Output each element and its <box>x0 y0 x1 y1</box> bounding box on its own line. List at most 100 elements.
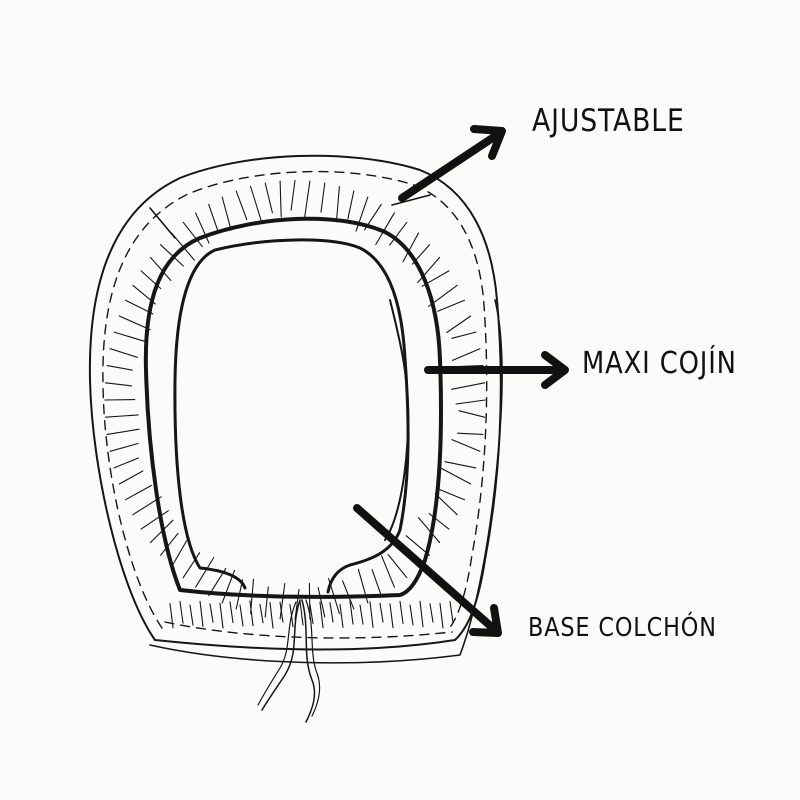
ruffle-mark <box>104 414 139 418</box>
ruffle-mark <box>249 600 254 627</box>
ruffle-mark <box>269 602 274 629</box>
tie-string-left <box>261 599 301 711</box>
ruffle-mark <box>221 196 232 231</box>
ruffle-mark <box>104 382 133 387</box>
ruffle-mark <box>359 604 364 625</box>
tie-string-left-2 <box>257 601 297 706</box>
ruffle-mark <box>409 604 414 626</box>
ruffle-mark <box>335 185 340 223</box>
ruffle-mark <box>381 555 395 588</box>
ruffle-mark <box>339 603 344 628</box>
ruffle-mark <box>299 600 304 626</box>
ruffle-mark <box>264 182 273 214</box>
label-ajustable: AJUSTABLE <box>532 103 685 139</box>
ruffle-mark <box>369 601 374 628</box>
ruffle-mark <box>195 556 215 588</box>
cushion-inner-line <box>384 299 410 541</box>
ruffle-mark <box>229 601 234 624</box>
outer-stitch-line <box>102 170 488 631</box>
ruffle-mark <box>389 603 394 629</box>
ruffle-mark <box>159 244 184 267</box>
ruffle-mark <box>402 232 420 263</box>
ruffle-mark <box>379 602 384 623</box>
ruffle-mark <box>264 586 269 618</box>
label-base-colchon: BASE COLCHÓN <box>528 613 717 643</box>
ruffle-mark <box>439 467 472 485</box>
ruffle-mark <box>221 569 236 604</box>
ruffle-mark <box>182 221 203 248</box>
ruffle-mark <box>132 496 162 516</box>
ruffle-mark <box>113 331 146 342</box>
ruffle-mark <box>195 212 210 244</box>
ruffle-mark <box>106 428 140 435</box>
ruffle-mark <box>208 203 219 232</box>
ruffle-mark <box>389 221 408 246</box>
ruffle-mark <box>140 510 169 530</box>
ruffle-mark <box>439 602 444 629</box>
ruffle-mark <box>371 569 382 597</box>
ruffle-mark <box>419 600 424 628</box>
ruffle-mark <box>451 439 481 452</box>
ruffle-mark <box>458 410 486 418</box>
ruffle-mark <box>118 470 144 485</box>
ruffle-mark <box>417 517 441 544</box>
ruffle-mark <box>455 399 486 405</box>
ruffle-mark <box>140 270 162 290</box>
ruffle-mark <box>124 484 153 501</box>
label-maxi-cojin: MAXI COJÍN <box>582 346 737 381</box>
ruffle-mark <box>169 603 174 629</box>
ruffle-mark <box>444 461 477 469</box>
ruffle-mark <box>363 203 382 231</box>
ruffle-mark <box>437 299 466 312</box>
ruffle-mark <box>417 256 441 284</box>
ruffle-mark <box>239 604 244 627</box>
outer-ring-shadow-edge <box>149 299 503 664</box>
bottom-stitch-line <box>164 621 453 639</box>
ruffle-mark <box>279 180 282 218</box>
ring-seam-right <box>391 194 431 206</box>
base-opening-outline <box>173 238 410 594</box>
ruffle-mark <box>235 579 244 610</box>
ruffle-mark <box>319 601 324 629</box>
ruffle-mark <box>328 577 340 615</box>
ruffle-mark <box>457 432 484 435</box>
arrow-ajustable <box>398 125 506 202</box>
ruffle-mark <box>355 196 369 232</box>
ruffle-mark <box>250 185 262 222</box>
arrow-base-colchon <box>353 504 502 637</box>
ruffle-mark <box>357 568 369 604</box>
ruffle-mark <box>279 583 286 620</box>
ruffle-mark <box>208 567 227 597</box>
tie-string-right-2 <box>305 599 321 717</box>
ruffle-mark <box>446 315 472 334</box>
ruffle-mark <box>451 348 481 361</box>
ruffle-mark <box>451 382 486 390</box>
ruffle-mark <box>106 365 133 371</box>
ruffle-mark <box>294 588 300 621</box>
ruffle-mark <box>132 284 156 305</box>
ruffle-mark <box>304 180 311 218</box>
ring-seam-left <box>149 207 176 239</box>
ruffle-mark <box>421 270 450 287</box>
ruffle-mark <box>259 603 264 624</box>
ruffle-mark <box>279 601 284 623</box>
ruffle-mark <box>170 540 188 568</box>
ruffle-mark <box>317 586 326 618</box>
ruffle-mark <box>320 182 326 213</box>
ruffle-mark <box>342 580 355 610</box>
ruffle-mark <box>329 602 334 623</box>
ruffle-mark <box>109 442 139 452</box>
ruffle-mark <box>179 600 184 624</box>
ruffle-mark <box>309 604 314 624</box>
ruffle-mark <box>182 552 201 579</box>
ruffle-mark <box>118 315 151 331</box>
ruffle-mark <box>375 212 395 246</box>
arrow-maxi-cojin <box>424 351 569 389</box>
ruffle-marks <box>104 179 486 629</box>
ruffle-mark <box>428 284 458 307</box>
ruffle-mark <box>124 299 154 315</box>
ruffle-mark <box>149 256 172 282</box>
ruffle-mark <box>428 512 450 530</box>
ruffle-mark <box>347 190 355 220</box>
